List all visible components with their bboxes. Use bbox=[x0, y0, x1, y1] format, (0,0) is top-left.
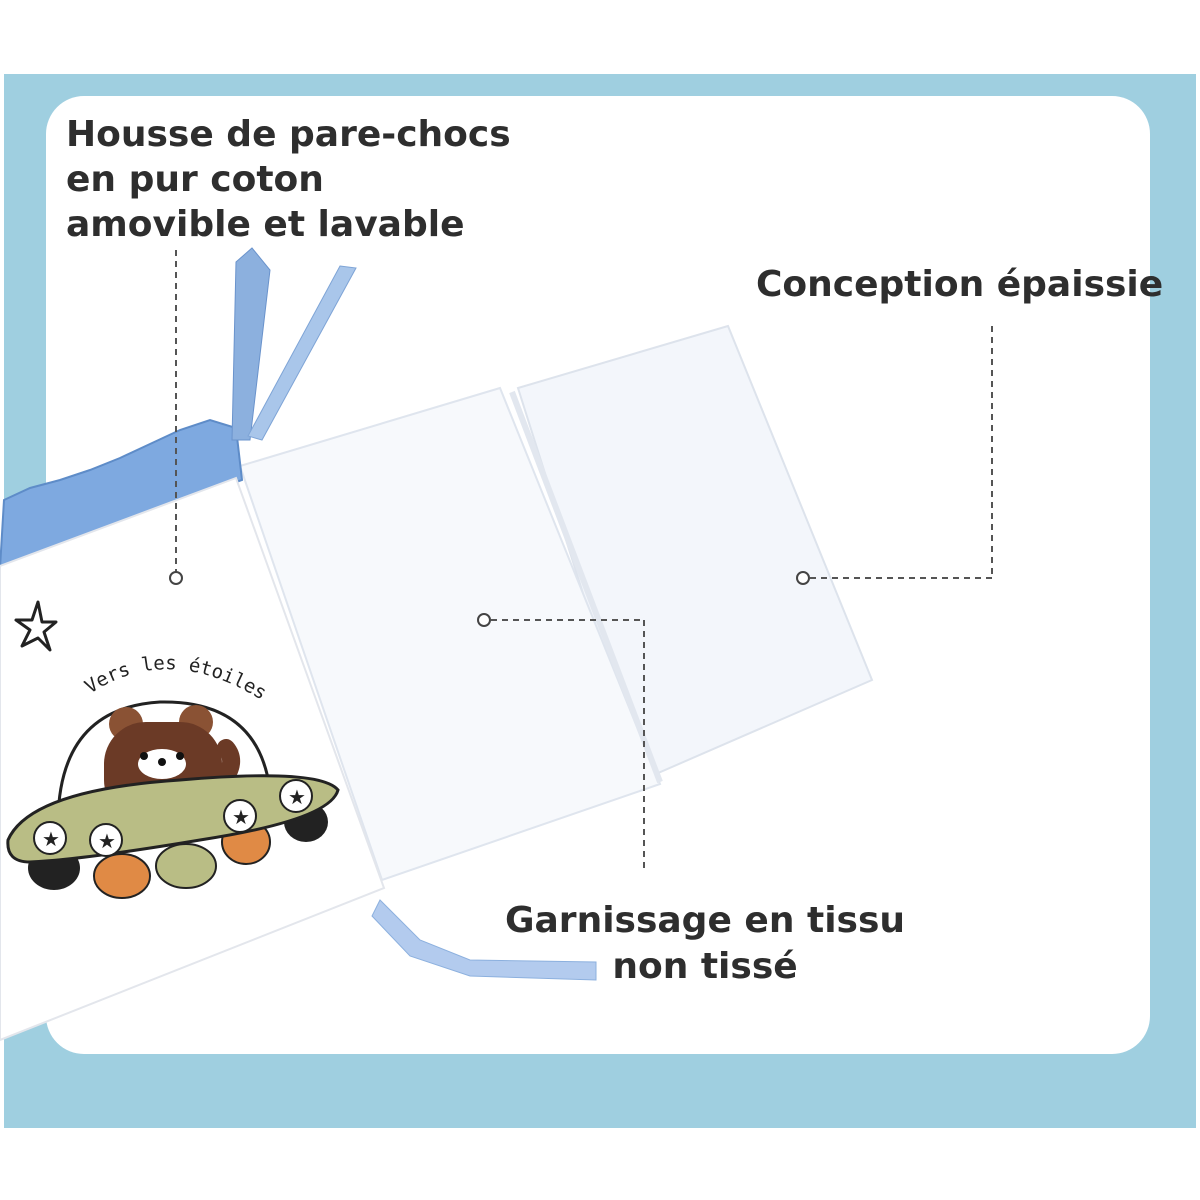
svg-text:★: ★ bbox=[288, 785, 306, 809]
callout-cover: Housse de pare-chocs en pur coton amovib… bbox=[66, 112, 511, 247]
callout-cover-line1: Housse de pare-chocs bbox=[66, 114, 511, 155]
svg-text:★: ★ bbox=[98, 829, 116, 853]
callout-filling-line2: non tissé bbox=[612, 946, 798, 987]
callout-filling-line1: Garnissage en tissu bbox=[504, 900, 906, 941]
tie-bottom bbox=[371, 899, 597, 981]
leader-cover bbox=[169, 250, 183, 585]
ufo-illustration: ★ ★ ★ ★ bbox=[6, 774, 340, 899]
leader-thickness bbox=[796, 326, 993, 585]
svg-text:★: ★ bbox=[232, 805, 250, 829]
callout-cover-line3: amovible et lavable bbox=[66, 204, 465, 245]
leader-filling bbox=[477, 613, 645, 872]
callout-thickness: Conception épaissie bbox=[756, 264, 1164, 305]
callout-cover-line2: en pur coton bbox=[66, 159, 324, 200]
insert-panel-front bbox=[238, 386, 662, 882]
panel-seam bbox=[509, 390, 663, 784]
callout-filling: Garnissage en tissu non tissé bbox=[490, 898, 920, 990]
tie-top-right bbox=[247, 265, 357, 441]
svg-text:★: ★ bbox=[42, 827, 60, 851]
tie-top-left bbox=[231, 247, 271, 441]
star-icon bbox=[14, 600, 58, 652]
